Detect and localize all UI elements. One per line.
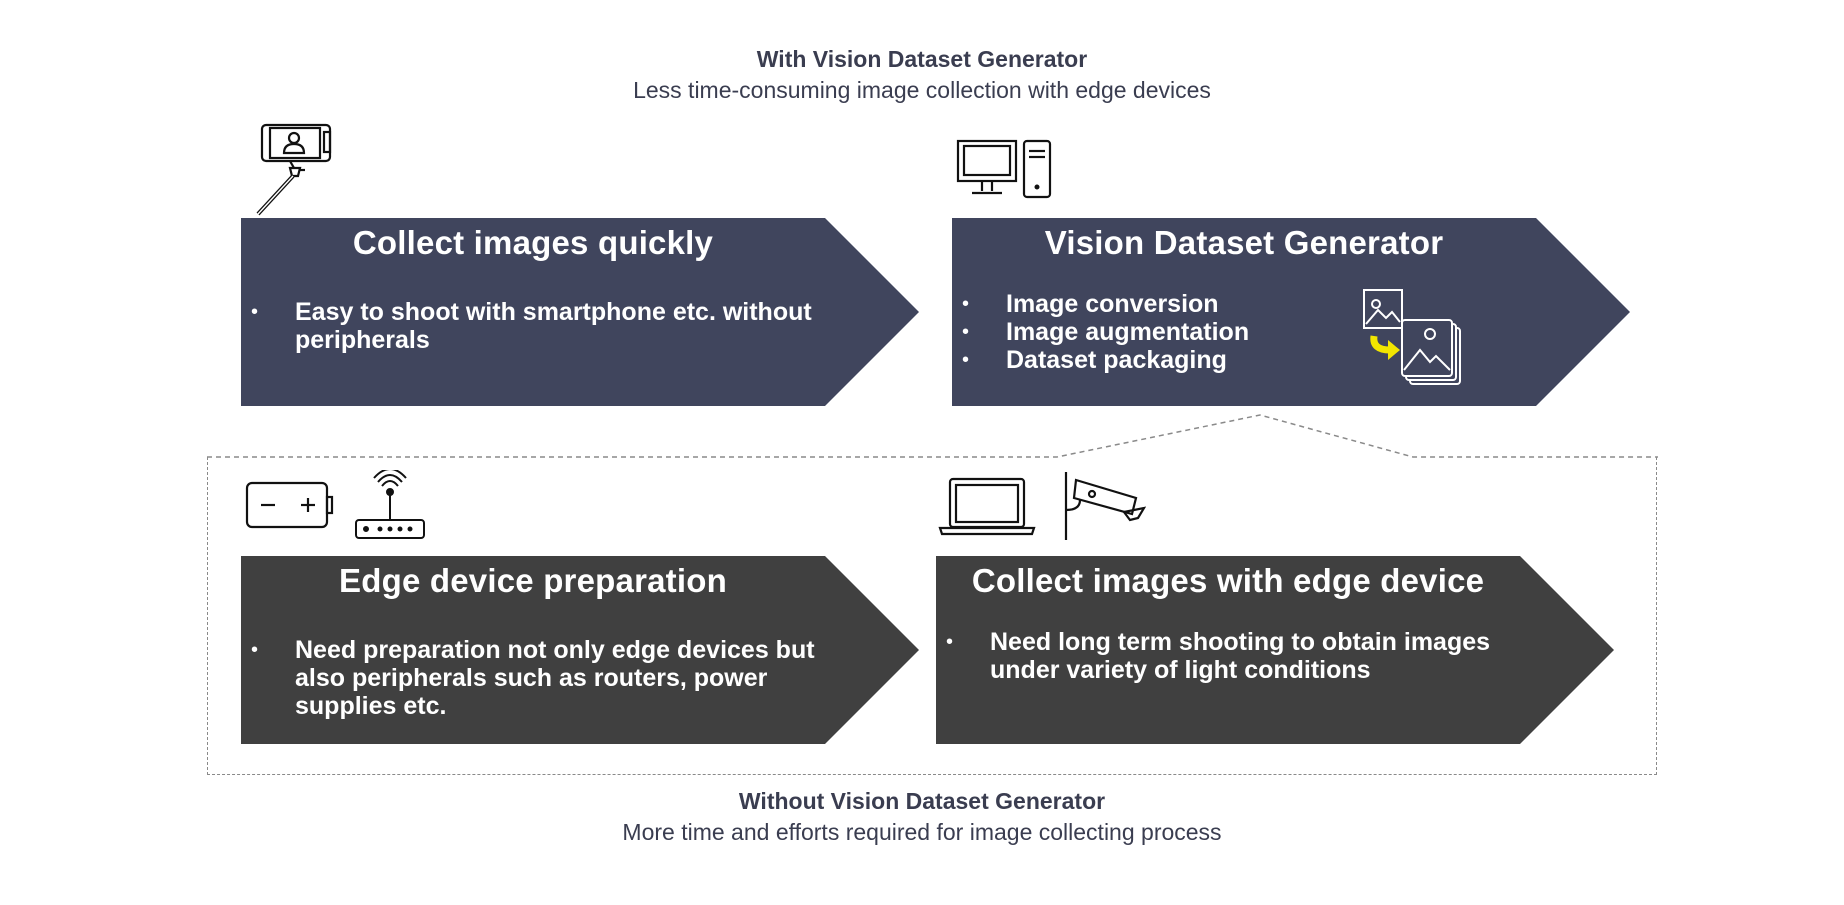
without-vdg-header: Without Vision Dataset Generator More ti…	[0, 788, 1844, 846]
bullet-item: Image conversion	[1006, 290, 1386, 318]
step-bullets: Need long term shooting to obtain images…	[990, 628, 1550, 684]
bullet-item: Dataset packaging	[1006, 346, 1386, 374]
with-vdg-subtitle: Less time-consuming image collection wit…	[633, 77, 1211, 103]
step-bullets: Easy to shoot with smartphone etc. witho…	[295, 298, 855, 354]
laptop-icon	[938, 477, 1036, 536]
step-collect-images-edge-device: Collect images with edge device Need lon…	[936, 556, 1614, 744]
step-title: Collect images quickly	[352, 224, 714, 261]
step-title: Edge device preparation	[339, 562, 727, 599]
step-edge-device-preparation: Edge device preparation Need preparation…	[241, 556, 919, 744]
without-vdg-title: Without Vision Dataset Generator	[738, 788, 1106, 814]
step-bullets: Need preparation not only edge devices b…	[295, 636, 855, 720]
without-vdg-region	[207, 457, 1657, 775]
with-vdg-title: With Vision Dataset Generator	[756, 46, 1088, 72]
selfie-stick-smartphone-icon	[256, 123, 332, 216]
bullet-item: Image augmentation	[1006, 318, 1386, 346]
wifi-router-icon	[355, 470, 425, 539]
without-vdg-subtitle: More time and efforts required for image…	[622, 819, 1222, 845]
desktop-computer-icon	[956, 139, 1052, 199]
step-vision-dataset-generator: Vision Dataset Generator Image conversio…	[952, 218, 1630, 406]
step-collect-images-quickly: Collect images quickly Easy to shoot wit…	[241, 218, 919, 406]
battery-icon	[245, 481, 334, 529]
bullet-item: Need preparation not only edge devices b…	[295, 636, 855, 720]
with-vdg-header: With Vision Dataset Generator Less time-…	[0, 46, 1844, 104]
bullet-item: Need long term shooting to obtain images…	[990, 628, 1550, 684]
step-title: Collect images with edge device	[971, 562, 1485, 599]
security-camera-icon	[1064, 472, 1146, 540]
dashed-callout-connector	[207, 414, 1658, 458]
step-title: Vision Dataset Generator	[1044, 224, 1444, 261]
bullet-item: Easy to shoot with smartphone etc. witho…	[295, 298, 855, 354]
step-bullets: Image conversion Image augmentation Data…	[1006, 290, 1386, 374]
image-conversion-icon	[1362, 288, 1464, 388]
